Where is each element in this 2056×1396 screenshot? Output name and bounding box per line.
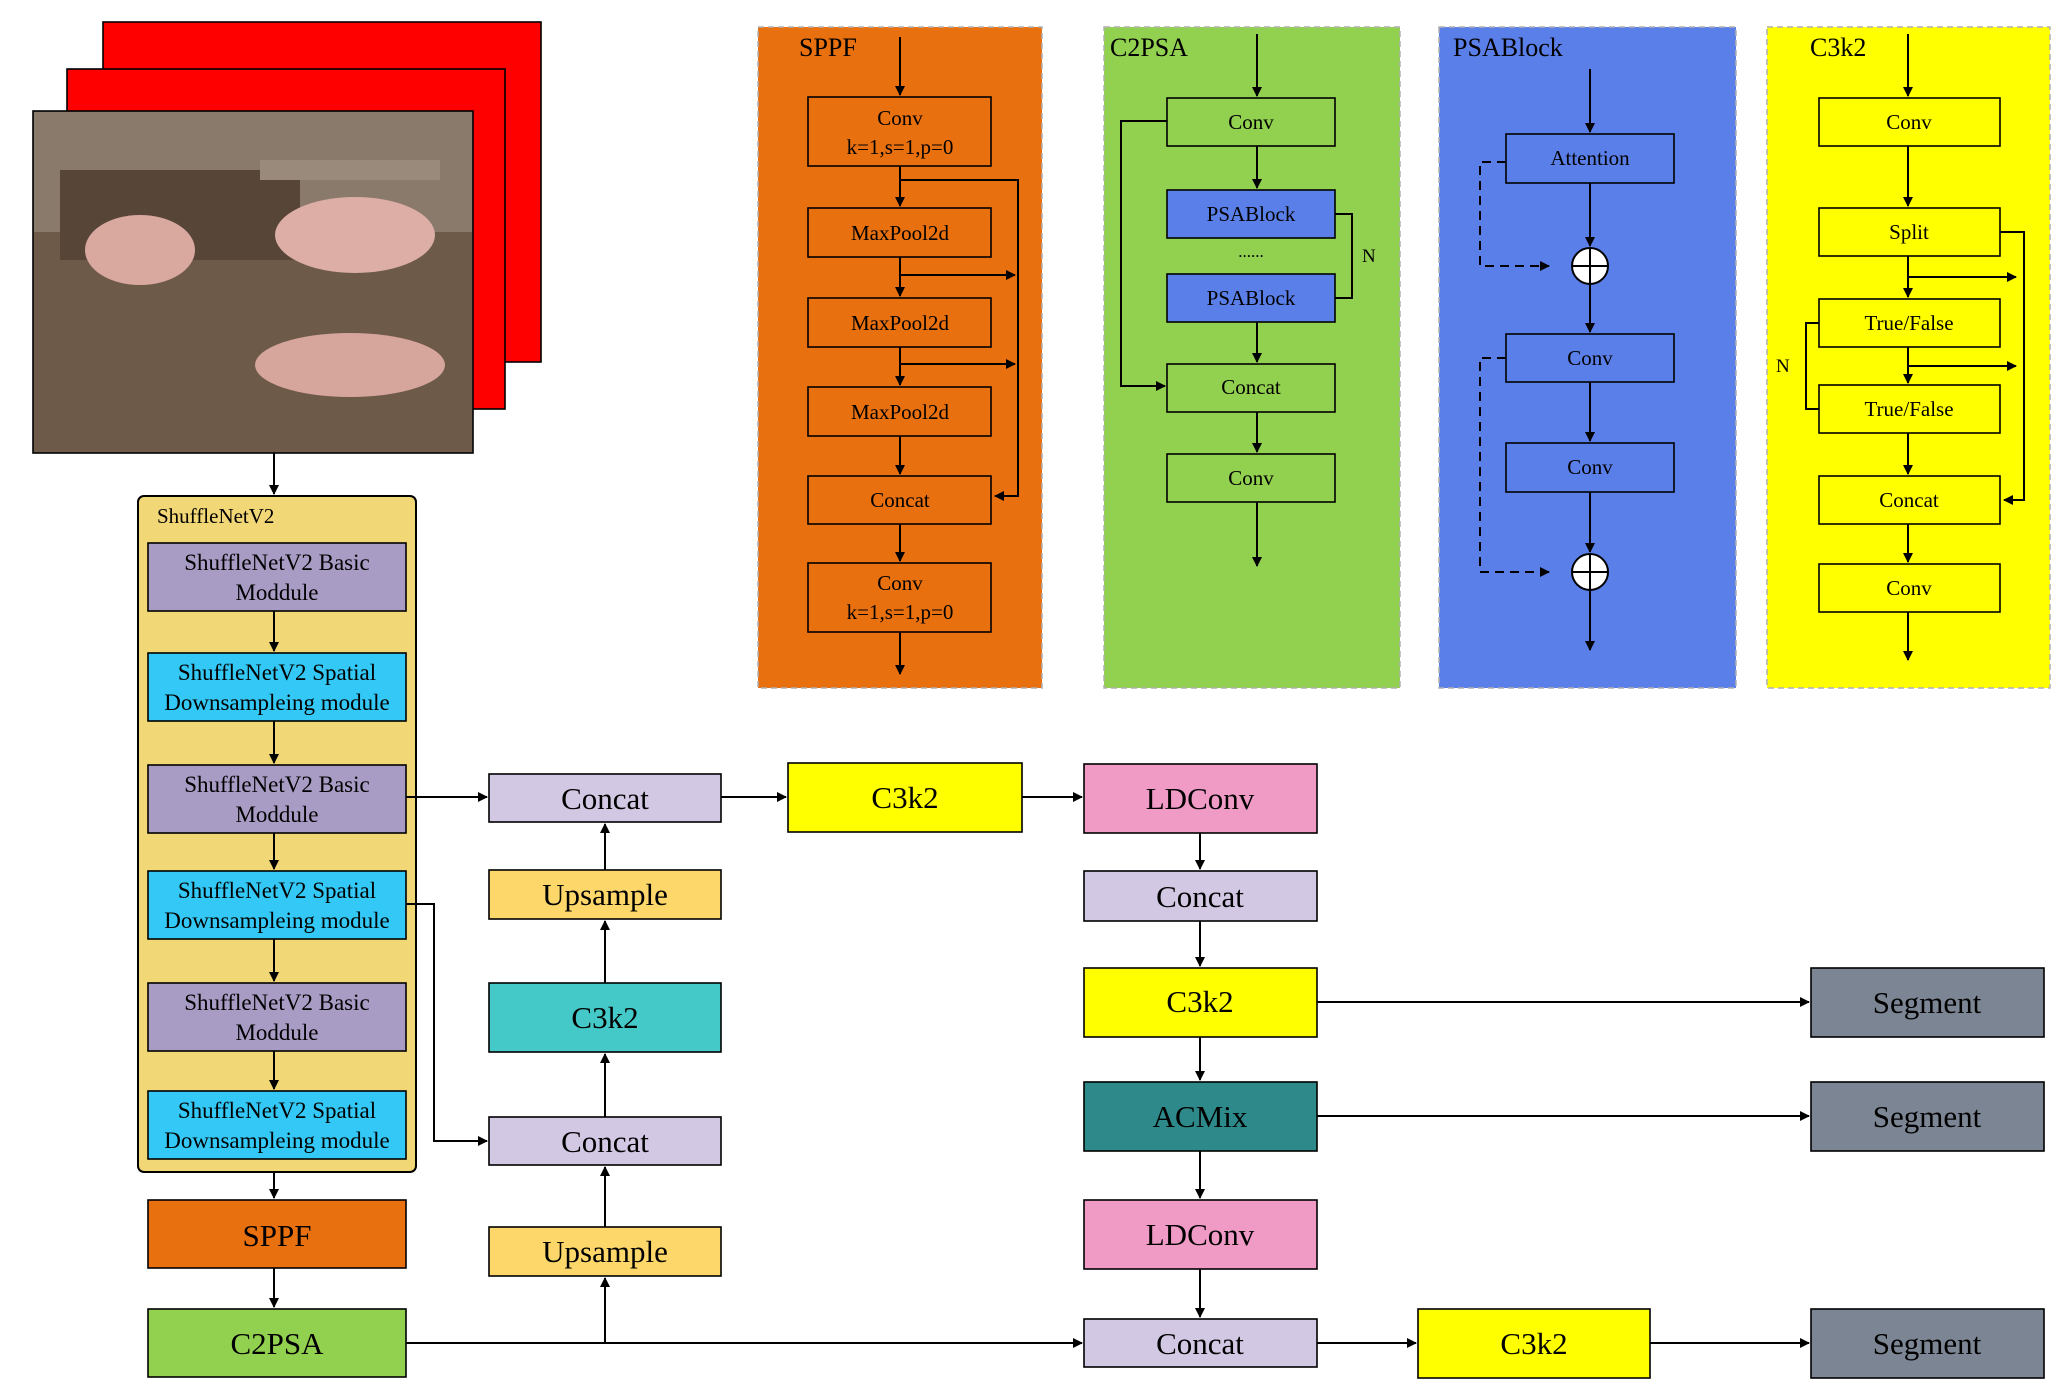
backbone-basic-1: ShuffleNetV2 Basic Moddule <box>147 542 407 612</box>
svg-text:Moddule: Moddule <box>235 802 318 827</box>
svg-text:PSABlock: PSABlock <box>1207 286 1296 310</box>
svg-text:C3k2: C3k2 <box>871 780 938 815</box>
svg-text:LDConv: LDConv <box>1146 781 1255 816</box>
svg-text:PSABlock: PSABlock <box>1453 33 1563 62</box>
svg-text:Downsampleing module: Downsampleing module <box>164 908 390 933</box>
svg-text:k=1,s=1,p=0: k=1,s=1,p=0 <box>847 135 954 159</box>
svg-text:PSABlock: PSABlock <box>1207 202 1296 226</box>
svg-text:C2PSA: C2PSA <box>230 1326 324 1361</box>
svg-text:LDConv: LDConv <box>1146 1217 1255 1252</box>
svg-text:Split: Split <box>1889 220 1929 244</box>
neck-ldconv-bottom: LDConv <box>1083 1199 1318 1270</box>
svg-text:ShuffleNetV2 Spatial: ShuffleNetV2 Spatial <box>178 878 376 903</box>
svg-text:C2PSA: C2PSA <box>1110 33 1188 62</box>
neck-acmix: ACMix <box>1083 1081 1318 1152</box>
svg-text:Segment: Segment <box>1873 1326 1982 1361</box>
svg-text:Downsampleing module: Downsampleing module <box>164 1128 390 1153</box>
svg-text:Moddule: Moddule <box>235 1020 318 1045</box>
svg-text:Concat: Concat <box>1156 879 1244 914</box>
sppf-detail-panel: SPPF Conv k=1,s=1,p=0 MaxPool2d MaxPool2… <box>757 26 1043 689</box>
neck-ldconv-top: LDConv <box>1083 763 1318 834</box>
backbone-sppf: SPPF <box>147 1199 407 1269</box>
svg-text:Concat: Concat <box>561 1124 649 1159</box>
svg-text:Conv: Conv <box>877 106 923 130</box>
svg-text:Downsampleing module: Downsampleing module <box>164 690 390 715</box>
backbone-downsample-1: ShuffleNetV2 Spatial Downsampleing modul… <box>147 652 407 722</box>
c3k2-detail-panel: C3k2 Conv Split True/False True/False N … <box>1766 26 2051 689</box>
svg-text:C3k2: C3k2 <box>1166 984 1233 1019</box>
svg-text:MaxPool2d: MaxPool2d <box>851 400 950 424</box>
neck-concat-bottom: Concat <box>1083 1318 1318 1368</box>
neck-c3k2-bottom: C3k2 <box>1417 1308 1651 1379</box>
svg-text:Conv: Conv <box>1886 110 1932 134</box>
svg-text:Conv: Conv <box>1228 110 1274 134</box>
svg-text:Conv: Conv <box>877 571 923 595</box>
svg-text:ShuffleNetV2 Basic: ShuffleNetV2 Basic <box>184 550 369 575</box>
svg-text:ACMix: ACMix <box>1153 1099 1248 1134</box>
svg-text:Concat: Concat <box>870 488 930 512</box>
svg-text:True/False: True/False <box>1864 397 1953 421</box>
svg-text:Concat: Concat <box>1156 1326 1244 1361</box>
svg-text:SPPF: SPPF <box>243 1218 312 1253</box>
svg-text:C3k2: C3k2 <box>571 1000 638 1035</box>
add-circle-icon <box>1571 247 1609 285</box>
svg-text:MaxPool2d: MaxPool2d <box>851 221 950 245</box>
backbone-c2psa: C2PSA <box>147 1308 407 1378</box>
svg-text:N: N <box>1776 356 1790 377</box>
svg-text:Attention: Attention <box>1550 146 1630 170</box>
svg-text:N: N <box>1362 246 1376 267</box>
backbone-downsample-2: ShuffleNetV2 Spatial Downsampleing modul… <box>147 870 407 940</box>
svg-text:......: ...... <box>1238 242 1264 261</box>
input-image-stack <box>32 21 542 454</box>
svg-text:ShuffleNetV2 Spatial: ShuffleNetV2 Spatial <box>178 660 376 685</box>
svg-text:ShuffleNetV2 Basic: ShuffleNetV2 Basic <box>184 772 369 797</box>
svg-text:Segment: Segment <box>1873 985 1982 1020</box>
svg-text:Conv: Conv <box>1886 576 1932 600</box>
neck-concat-2: Concat <box>1083 870 1318 922</box>
segment-head-2: Segment <box>1810 1081 2045 1152</box>
add-circle-icon <box>1571 553 1609 591</box>
neck-c3k2-teal: C3k2 <box>488 982 722 1053</box>
svg-text:Concat: Concat <box>561 781 649 816</box>
svg-text:Concat: Concat <box>1221 375 1281 399</box>
svg-text:MaxPool2d: MaxPool2d <box>851 311 950 335</box>
svg-text:Upsample: Upsample <box>542 1234 668 1269</box>
backbone-basic-2: ShuffleNetV2 Basic Moddule <box>147 764 407 834</box>
svg-text:C3k2: C3k2 <box>1500 1326 1567 1361</box>
neck-upsample-bottom: Upsample <box>488 1226 722 1277</box>
neck-upsample-top: Upsample <box>488 869 722 920</box>
segment-head-1: Segment <box>1810 967 2045 1038</box>
svg-text:Concat: Concat <box>1879 488 1939 512</box>
neck-c3k2-2: C3k2 <box>1083 967 1318 1038</box>
svg-text:Segment: Segment <box>1873 1099 1982 1134</box>
svg-text:Conv: Conv <box>1567 346 1613 370</box>
c2psa-detail-panel: C2PSA Conv PSABlock ...... PSABlock N Co… <box>1103 26 1401 689</box>
svg-text:C3k2: C3k2 <box>1810 33 1866 62</box>
backbone-title: ShuffleNetV2 <box>157 504 274 528</box>
pigs-in-pen-photo <box>32 110 474 454</box>
svg-text:Moddule: Moddule <box>235 580 318 605</box>
svg-text:ShuffleNetV2 Basic: ShuffleNetV2 Basic <box>184 990 369 1015</box>
neck-c3k2-top: C3k2 <box>787 762 1023 833</box>
psablock-detail-panel: PSABlock Attention Conv Conv <box>1438 26 1737 689</box>
backbone-basic-3: ShuffleNetV2 Basic Moddule <box>147 982 407 1052</box>
backbone-downsample-3: ShuffleNetV2 Spatial Downsampleing modul… <box>147 1090 407 1160</box>
segment-head-3: Segment <box>1810 1308 2045 1379</box>
svg-text:True/False: True/False <box>1864 311 1953 335</box>
svg-text:SPPF: SPPF <box>799 33 857 62</box>
neck-concat-top: Concat <box>488 773 722 823</box>
svg-text:Upsample: Upsample <box>542 877 668 912</box>
svg-text:Conv: Conv <box>1567 455 1613 479</box>
svg-text:k=1,s=1,p=0: k=1,s=1,p=0 <box>847 600 954 624</box>
neck-concat-mid: Concat <box>488 1116 722 1166</box>
svg-text:Conv: Conv <box>1228 466 1274 490</box>
svg-text:ShuffleNetV2 Spatial: ShuffleNetV2 Spatial <box>178 1098 376 1123</box>
